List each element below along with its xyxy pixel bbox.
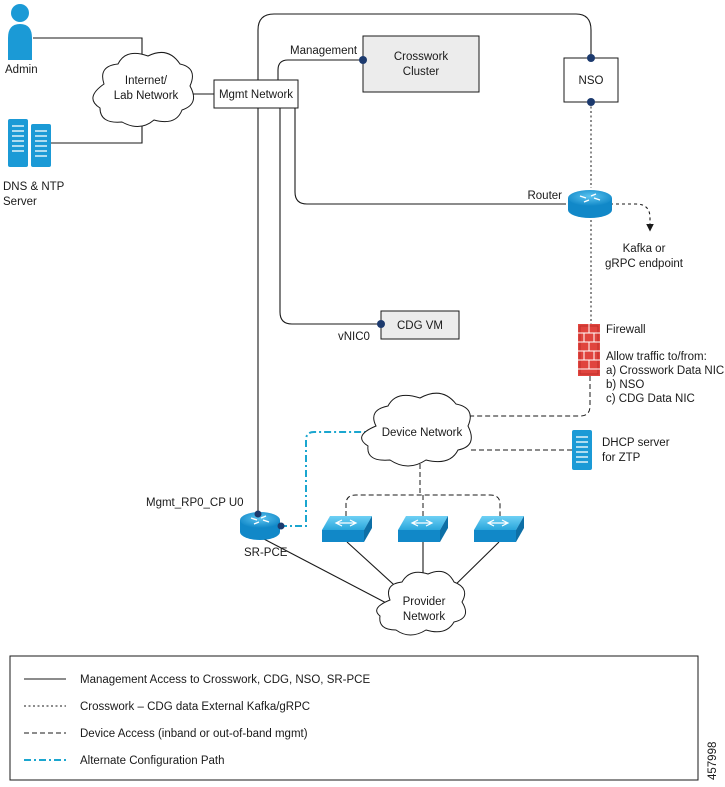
cdg-port-dot bbox=[377, 320, 385, 328]
srpce-alt-dot bbox=[277, 522, 285, 530]
dhcp-label-1: DHCP server bbox=[602, 437, 670, 449]
mgmt-network-label: Mgmt Network bbox=[219, 89, 293, 101]
firewall-node: Firewall Allow traffic to/from: a) Cross… bbox=[578, 324, 724, 405]
mgmt-cdg-link bbox=[279, 108, 381, 325]
device-switch-link bbox=[345, 464, 501, 516]
router-icon bbox=[568, 190, 612, 218]
server-icon bbox=[8, 119, 51, 167]
wires bbox=[33, 13, 654, 607]
mgmt-network-node: Mgmt Network bbox=[213, 79, 299, 109]
switch-2 bbox=[398, 516, 448, 542]
provider-label-1: Provider bbox=[403, 596, 446, 608]
srpce-provider-link bbox=[261, 537, 393, 607]
management-label: Management bbox=[290, 45, 358, 57]
cloud-icon bbox=[92, 51, 195, 127]
switch-icon bbox=[398, 516, 448, 542]
router-label: Router bbox=[527, 190, 562, 202]
kafka-label-2: gRPC endpoint bbox=[605, 258, 684, 270]
nso-port-bottom bbox=[587, 98, 595, 106]
mgmt-router-link bbox=[294, 108, 566, 205]
router-node: Router bbox=[527, 190, 612, 218]
internet-cloud: Internet/ Lab Network bbox=[92, 51, 195, 127]
dns-label-2: Server bbox=[3, 196, 37, 208]
dhcp-label-2: for ZTP bbox=[602, 452, 641, 464]
device-network-cloud: Device Network bbox=[361, 392, 472, 467]
internet-label-2: Lab Network bbox=[114, 90, 179, 102]
legend: Management Access to Crosswork, CDG, NSO… bbox=[9, 655, 699, 781]
router-icon bbox=[240, 512, 280, 540]
mgmt-nso-link bbox=[257, 13, 592, 514]
kafka-link bbox=[610, 203, 654, 232]
dhcp-node: DHCP server for ZTP bbox=[572, 430, 670, 470]
cluster-label-1: Crosswork bbox=[394, 51, 449, 63]
firewall-rule-0: Allow traffic to/from: bbox=[606, 351, 707, 363]
switch-icon bbox=[322, 516, 372, 542]
cluster-port-dot bbox=[359, 56, 367, 64]
legend-item-0: Management Access to Crosswork, CDG, NSO… bbox=[80, 674, 370, 686]
mgmt-cluster-link bbox=[277, 59, 363, 80]
dns-ntp-node: DNS & NTP Server bbox=[3, 119, 65, 208]
sr-pce-node: SR-PCE bbox=[240, 510, 288, 559]
crosswork-cluster-node: Crosswork Cluster bbox=[359, 35, 480, 93]
switch-1 bbox=[322, 516, 372, 542]
internet-label-1: Internet/ bbox=[125, 75, 168, 87]
srpce-mgmt-dot bbox=[254, 510, 262, 518]
cluster-label-2: Cluster bbox=[403, 66, 440, 78]
legend-item-2: Device Access (inband or out-of-band mgm… bbox=[80, 728, 308, 740]
firewall-label: Firewall bbox=[606, 324, 646, 336]
cdg-vm-label: CDG VM bbox=[397, 320, 443, 332]
legend-item-3: Alternate Configuration Path bbox=[80, 755, 224, 767]
provider-network-cloud: Provider Network bbox=[376, 570, 467, 636]
firewall-rule-1: a) Crosswork Data NIC bbox=[606, 365, 724, 377]
legend-item-1: Crosswork – CDG data External Kafka/gRPC bbox=[80, 701, 310, 713]
mgmt-port-label: Mgmt_RP0_CP U0 bbox=[146, 497, 244, 509]
alternate-path bbox=[280, 431, 372, 527]
firewall-rule-3: c) CDG Data NIC bbox=[606, 393, 695, 405]
device-network-label: Device Network bbox=[382, 427, 463, 439]
nso-port-top bbox=[587, 54, 595, 62]
firewall-device-link bbox=[464, 376, 591, 417]
server-icon bbox=[572, 430, 592, 470]
switch-3 bbox=[474, 516, 524, 542]
firewall-icon bbox=[578, 324, 600, 376]
provider-label-2: Network bbox=[403, 611, 445, 623]
dns-label-1: DNS & NTP bbox=[3, 181, 65, 193]
switch-icon bbox=[474, 516, 524, 542]
person-icon bbox=[8, 4, 32, 60]
kafka-label-1: Kafka or bbox=[623, 243, 666, 255]
sr-pce-label: SR-PCE bbox=[244, 547, 288, 559]
admin-label: Admin bbox=[5, 64, 38, 76]
nso-label: NSO bbox=[579, 75, 604, 87]
vnic0-label: vNIC0 bbox=[338, 331, 370, 343]
admin-node: Admin bbox=[5, 4, 38, 76]
cdg-vm-node: CDG VM bbox=[377, 310, 460, 340]
legend-box bbox=[9, 655, 699, 781]
firewall-rule-2: b) NSO bbox=[606, 379, 644, 391]
cloud-icon bbox=[376, 570, 467, 636]
figure-number: 457998 bbox=[707, 742, 719, 780]
cloud-icon bbox=[361, 392, 472, 467]
nso-node: NSO bbox=[563, 54, 619, 106]
